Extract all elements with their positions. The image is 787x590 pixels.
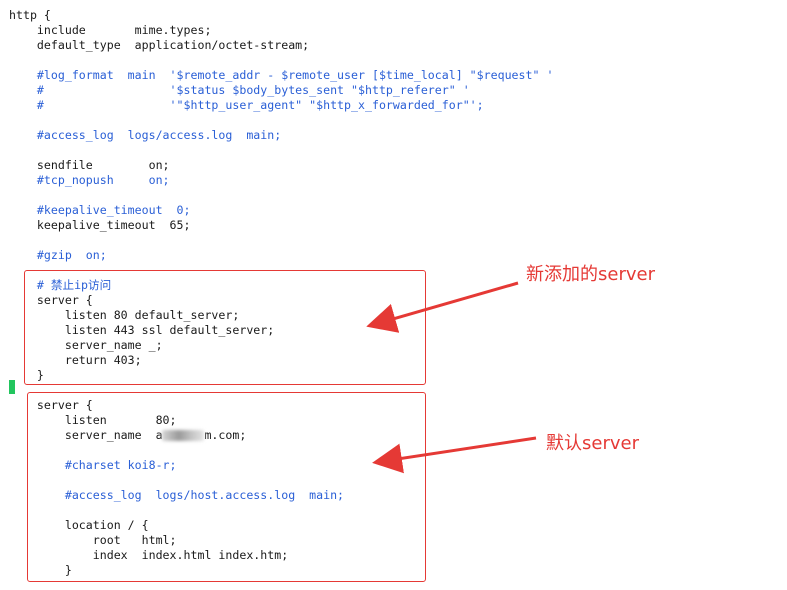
code-line: keepalive_timeout 65; <box>9 218 191 232</box>
comment-line: # '"$http_user_agent" "$http_x_forwarded… <box>9 98 484 112</box>
new-server-annotation: 新添加的server <box>526 264 655 285</box>
code-line: server_name a m.com; <box>9 428 247 442</box>
code-line: server { <box>9 398 93 412</box>
comment-line: #keepalive_timeout 0; <box>9 203 191 217</box>
code-line: server_name _; <box>9 338 163 352</box>
code-line: return 403; <box>9 353 142 367</box>
code-line: include mime.types; <box>9 23 212 37</box>
comment-line: #access_log logs/host.access.log main; <box>9 488 345 502</box>
comment-line: #charset koi8-r; <box>9 458 177 472</box>
code-line: http { <box>9 8 51 22</box>
code-line: index index.html index.htm; <box>9 548 289 562</box>
code-line: location / { <box>9 518 149 532</box>
comment-line: # 禁止ip访问 <box>9 278 112 292</box>
comment-line: #tcp_nopush on; <box>9 173 170 187</box>
code-line: } <box>9 368 44 382</box>
code-line: listen 80; <box>9 413 177 427</box>
comment-line: #log_format main '$remote_addr - $remote… <box>9 68 554 82</box>
code-line: } <box>9 563 72 577</box>
comment-line: # '$status $body_bytes_sent "$http_refer… <box>9 83 470 97</box>
default-server-highlight-box <box>27 392 426 582</box>
code-line: listen 80 default_server; <box>9 308 240 322</box>
new-server-highlight-box <box>24 270 426 385</box>
default-server-annotation: 默认server <box>546 433 639 454</box>
code-line: server { <box>9 293 93 307</box>
comment-line: #access_log logs/access.log main; <box>9 128 282 142</box>
comment-line: #gzip on; <box>9 248 107 262</box>
code-line: default_type application/octet-stream; <box>9 38 310 52</box>
code-line: root html; <box>9 533 177 547</box>
code-line: sendfile on; <box>9 158 170 172</box>
text-cursor <box>9 380 15 394</box>
redacted-domain-blur <box>162 430 204 441</box>
code-line: listen 443 ssl default_server; <box>9 323 275 337</box>
